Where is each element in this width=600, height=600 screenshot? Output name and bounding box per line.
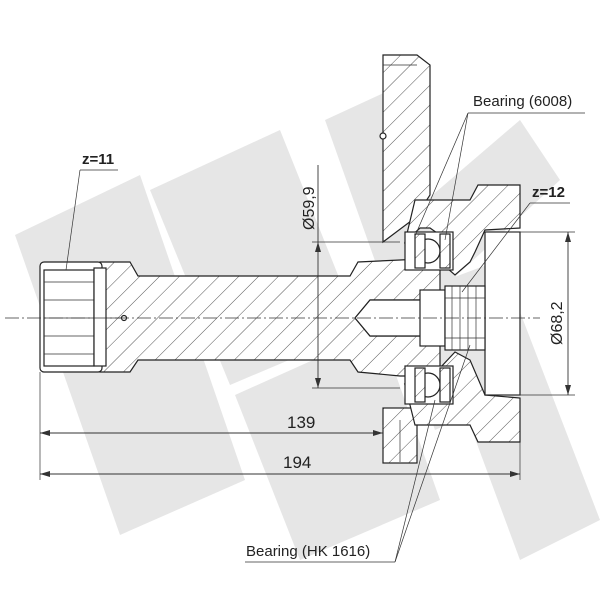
housing [403, 184, 521, 443]
dimension-dia-59-label: Ø59,9 [301, 186, 318, 230]
bearing-6008-top [404, 231, 454, 271]
main-shaft [99, 257, 441, 377]
z11-label: z=11 [82, 151, 114, 168]
leader-z11 [65, 169, 118, 271]
dimension-194-label: 194 [283, 453, 311, 472]
dimension-194 [40, 442, 521, 480]
dimension-139-label: 139 [287, 413, 315, 432]
bearing-6008-bottom [404, 365, 454, 405]
dimension-139 [39, 372, 384, 480]
bearing-6008-label: Bearing (6008) [473, 93, 572, 110]
flange-hole [379, 132, 387, 140]
dimension-dia-68 [520, 231, 575, 396]
leader-bearing-hk1616 [245, 344, 471, 563]
leader-z12 [461, 202, 570, 293]
mounting-flange [379, 54, 431, 464]
dimension-dia-59 [312, 165, 400, 389]
z12-label: z=12 [532, 184, 565, 201]
bearing-hk1616-label: Bearing (HK 1616) [246, 543, 370, 560]
leader-bearing-6008 [414, 112, 585, 241]
dimension-dia-68-label: Ø68,2 [549, 301, 566, 345]
splined-end-left [39, 261, 107, 373]
